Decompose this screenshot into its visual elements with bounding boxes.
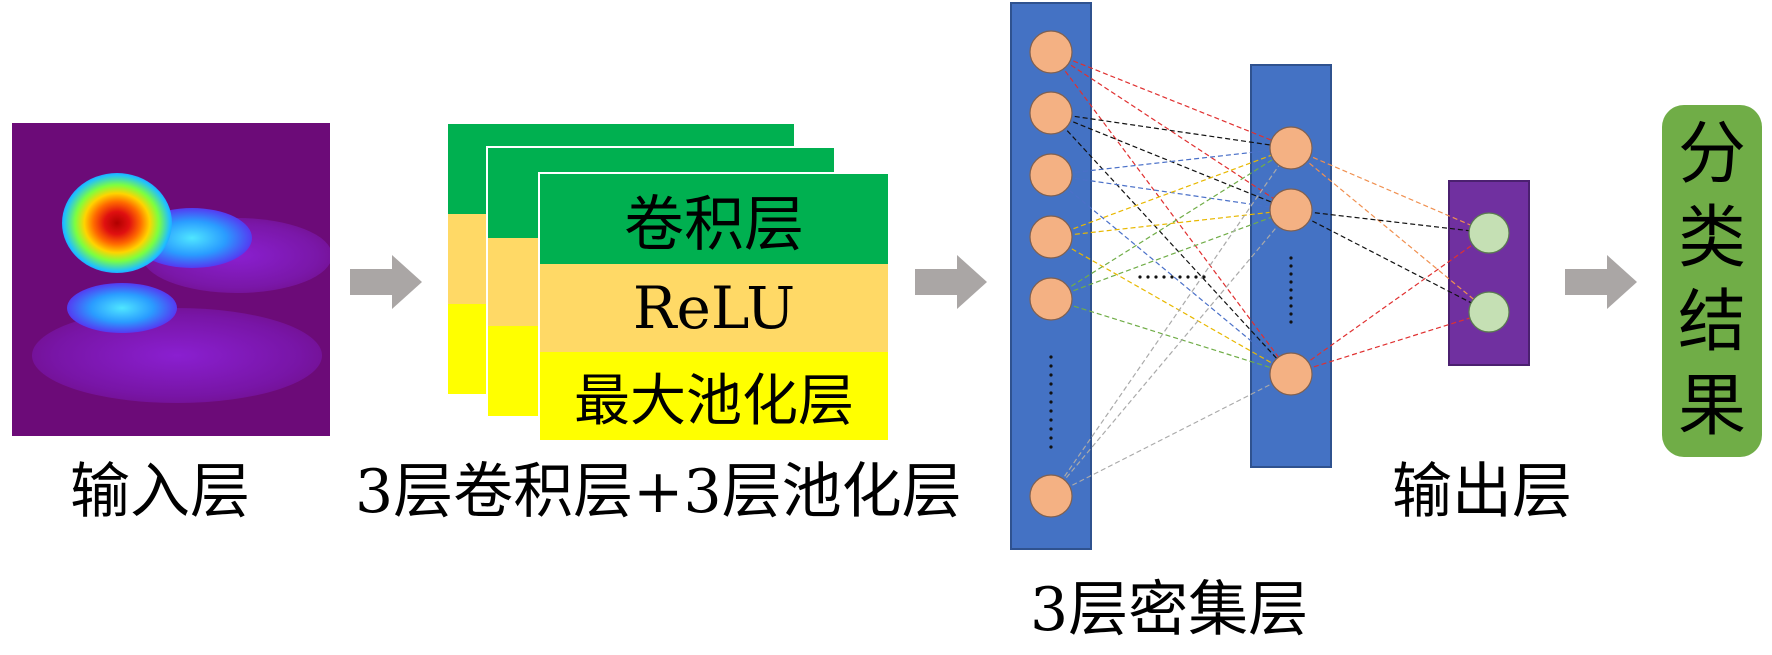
- output-neuron: [1468, 212, 1510, 254]
- result-char: 果: [1677, 367, 1746, 446]
- input-heatmap: [12, 123, 330, 436]
- result-char: 分: [1677, 115, 1746, 194]
- neuron: [1029, 30, 1073, 74]
- neuron: [1029, 91, 1073, 135]
- conv-sheet-front: 卷积层 ReLU 最大池化层: [538, 172, 890, 440]
- neuron: [1269, 126, 1313, 170]
- neuron: [1269, 188, 1313, 232]
- input-layer-label: 输入层: [70, 457, 250, 527]
- conv-layer-text: 卷积层: [624, 189, 804, 260]
- neuron: [1029, 153, 1073, 197]
- result-char: 类: [1677, 199, 1746, 278]
- result-char: 结: [1677, 283, 1746, 362]
- neuron: [1269, 352, 1313, 396]
- classification-result-box: 分 类 结 果: [1662, 105, 1762, 457]
- relu-band: ReLU: [540, 264, 888, 352]
- arrow-right-icon: [1565, 255, 1637, 309]
- output-neuron: [1468, 291, 1510, 333]
- output-layer-label: 输出层: [1392, 457, 1572, 527]
- conv-pool-label: 3层卷积层+3层池化层: [355, 457, 962, 527]
- neuron: [1029, 277, 1073, 321]
- arrow-right-icon: [350, 255, 422, 309]
- output-layer-box: [1448, 180, 1530, 366]
- neuron: [1029, 474, 1073, 518]
- relu-text: ReLU: [632, 274, 796, 342]
- arrow-right-icon: [915, 255, 987, 309]
- max-pool-text: 最大池化层: [574, 368, 854, 434]
- neuron: [1029, 215, 1073, 259]
- conv-band: 卷积层: [540, 174, 888, 264]
- dense-layers-label: 3层密集层: [1030, 575, 1309, 645]
- pool-band: 最大池化层: [540, 352, 888, 440]
